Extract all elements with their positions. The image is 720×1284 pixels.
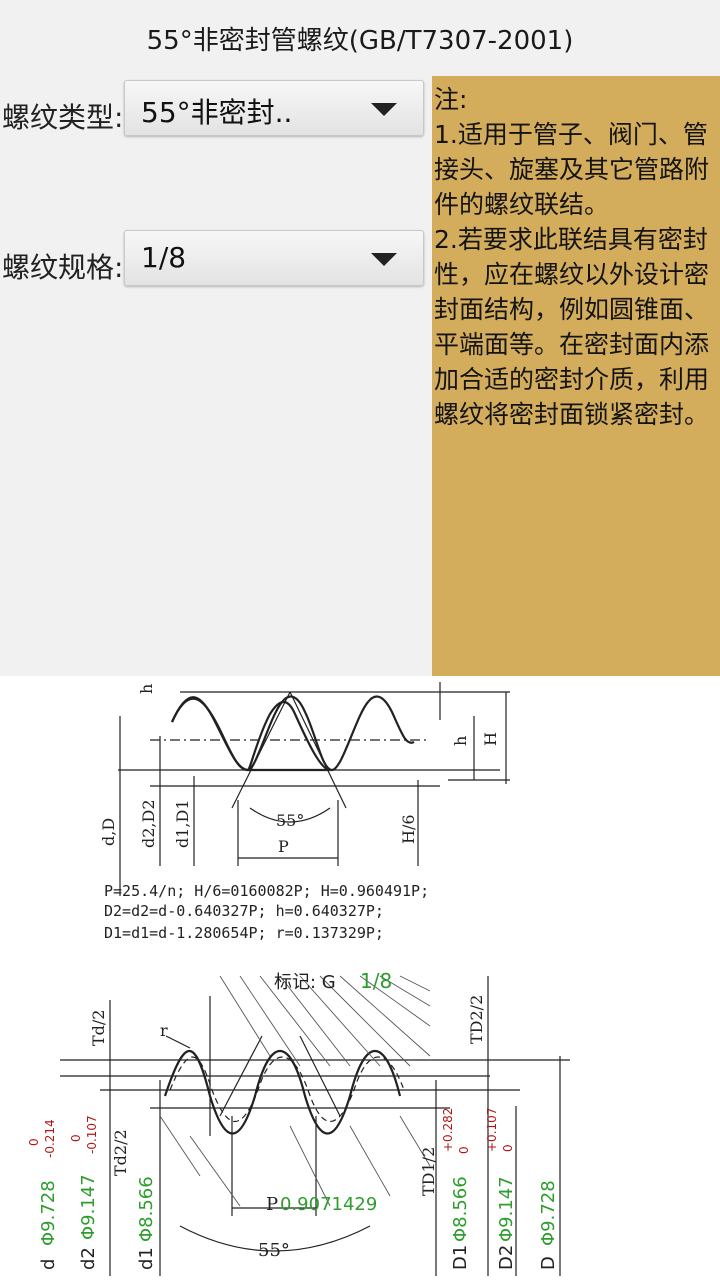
angle-bottom-label: 55° bbox=[258, 1240, 290, 1261]
mark-value: 1/8 bbox=[360, 969, 392, 993]
D1-label: D1 bbox=[450, 1245, 471, 1270]
pitch-bottom-label: P bbox=[266, 1194, 278, 1215]
d-value: Φ9.728 bbox=[38, 1180, 59, 1246]
h6-label: H/6 bbox=[399, 814, 418, 844]
profile-labels: h h H 55° P H/6 d,D d2,D2 d1,D1 bbox=[99, 684, 500, 856]
dropdown-arrow-icon bbox=[371, 103, 397, 116]
thread-type-dropdown[interactable]: 55°非密封.. bbox=[124, 80, 424, 136]
d2-value: Φ9.147 bbox=[78, 1174, 99, 1240]
formula-line-2: D2=d2=d-0.640327P; h=0.640327P; bbox=[104, 902, 384, 920]
mark-label: 标记: G bbox=[274, 972, 336, 993]
angle-label: 55° bbox=[276, 811, 304, 830]
d2-tol-low: -0.107 bbox=[85, 1115, 99, 1154]
d-tol-low: -0.214 bbox=[43, 1119, 57, 1158]
formulas: P=25.4/n; H/6=0160082P; H=0.960491P; D2=… bbox=[104, 882, 429, 942]
thread-type-value: 55°非密封.. bbox=[141, 96, 293, 129]
D1-value: Φ8.566 bbox=[450, 1176, 471, 1242]
title-bar: 55°非密封管螺纹(GB/T7307-2001) bbox=[0, 0, 720, 76]
pitch-value: 0.9071429 bbox=[280, 1194, 377, 1215]
D2-label: D2 bbox=[496, 1245, 517, 1270]
d1-value: Φ8.566 bbox=[136, 1176, 157, 1242]
thread-spec-dropdown[interactable]: 1/8 bbox=[124, 230, 424, 286]
td2-2-label: Td2/2 bbox=[111, 1129, 130, 1176]
dD-label: d,D bbox=[99, 818, 118, 846]
td-half-label: Td/2 bbox=[89, 1010, 108, 1046]
thread-diagram: h h H 55° P H/6 d,D d2,D2 d1,D1 P=25.4/n… bbox=[0, 676, 720, 1280]
formula-line-3: D1=d1=d-1.280654P; r=0.137329P; bbox=[104, 924, 384, 942]
d2D2-label: d2,D2 bbox=[139, 799, 158, 848]
page-title: 55°非密封管螺纹(GB/T7307-2001) bbox=[146, 25, 574, 56]
D2-value: Φ9.147 bbox=[496, 1176, 517, 1242]
dropdown-arrow-icon bbox=[371, 253, 397, 266]
notes-panel: 注: 1.适用于管子、阀门、管接头、旋塞及其它管路附件的螺纹联结。 2.若要求此… bbox=[432, 76, 720, 676]
D2-tol-up: +0.107 bbox=[485, 1108, 499, 1152]
d-label: d bbox=[38, 1259, 59, 1270]
D1-tol-up: +0.282 bbox=[441, 1108, 455, 1152]
td2-half-label: TD2/2 bbox=[467, 995, 486, 1044]
pitch-label: P bbox=[278, 837, 289, 856]
d-tol-up: 0 bbox=[27, 1138, 41, 1146]
td1-half-label: TD1/2 bbox=[419, 1147, 438, 1196]
h-label-top: h bbox=[137, 684, 156, 694]
d2-label: d2 bbox=[78, 1247, 99, 1270]
D2-tol-low: 0 bbox=[501, 1144, 515, 1152]
thread-type-label: 螺纹类型: bbox=[2, 101, 124, 134]
D-label: D bbox=[538, 1256, 559, 1270]
d1D1-label: d1,D1 bbox=[173, 799, 192, 848]
note-item-2: 2.若要求此联结具有密封性，应在螺纹以外设计密封面结构，例如圆锥面、平端面等。在… bbox=[434, 225, 710, 429]
thread-spec-value: 1/8 bbox=[141, 241, 187, 274]
d1-label: d1 bbox=[136, 1247, 157, 1270]
d2-tol-up: 0 bbox=[69, 1134, 83, 1142]
thread-spec-label: 螺纹规格: bbox=[2, 251, 124, 284]
h-label: h bbox=[451, 736, 470, 746]
D-value: Φ9.728 bbox=[538, 1180, 559, 1246]
notes-title: 注: bbox=[434, 85, 468, 114]
D1-tol-low: 0 bbox=[457, 1146, 471, 1154]
thread-diagram-svg: h h H 55° P H/6 d,D d2,D2 d1,D1 P=25.4/n… bbox=[27, 682, 570, 1276]
formula-line-1: P=25.4/n; H/6=0160082P; H=0.960491P; bbox=[104, 882, 429, 900]
H-label: H bbox=[481, 732, 500, 746]
note-item-1: 1.适用于管子、阀门、管接头、旋塞及其它管路附件的螺纹联结。 bbox=[434, 120, 710, 219]
form-pane: 螺纹类型: 55°非密封.. 螺纹规格: 1/8 bbox=[0, 76, 432, 676]
radius-label: r bbox=[160, 1021, 168, 1040]
